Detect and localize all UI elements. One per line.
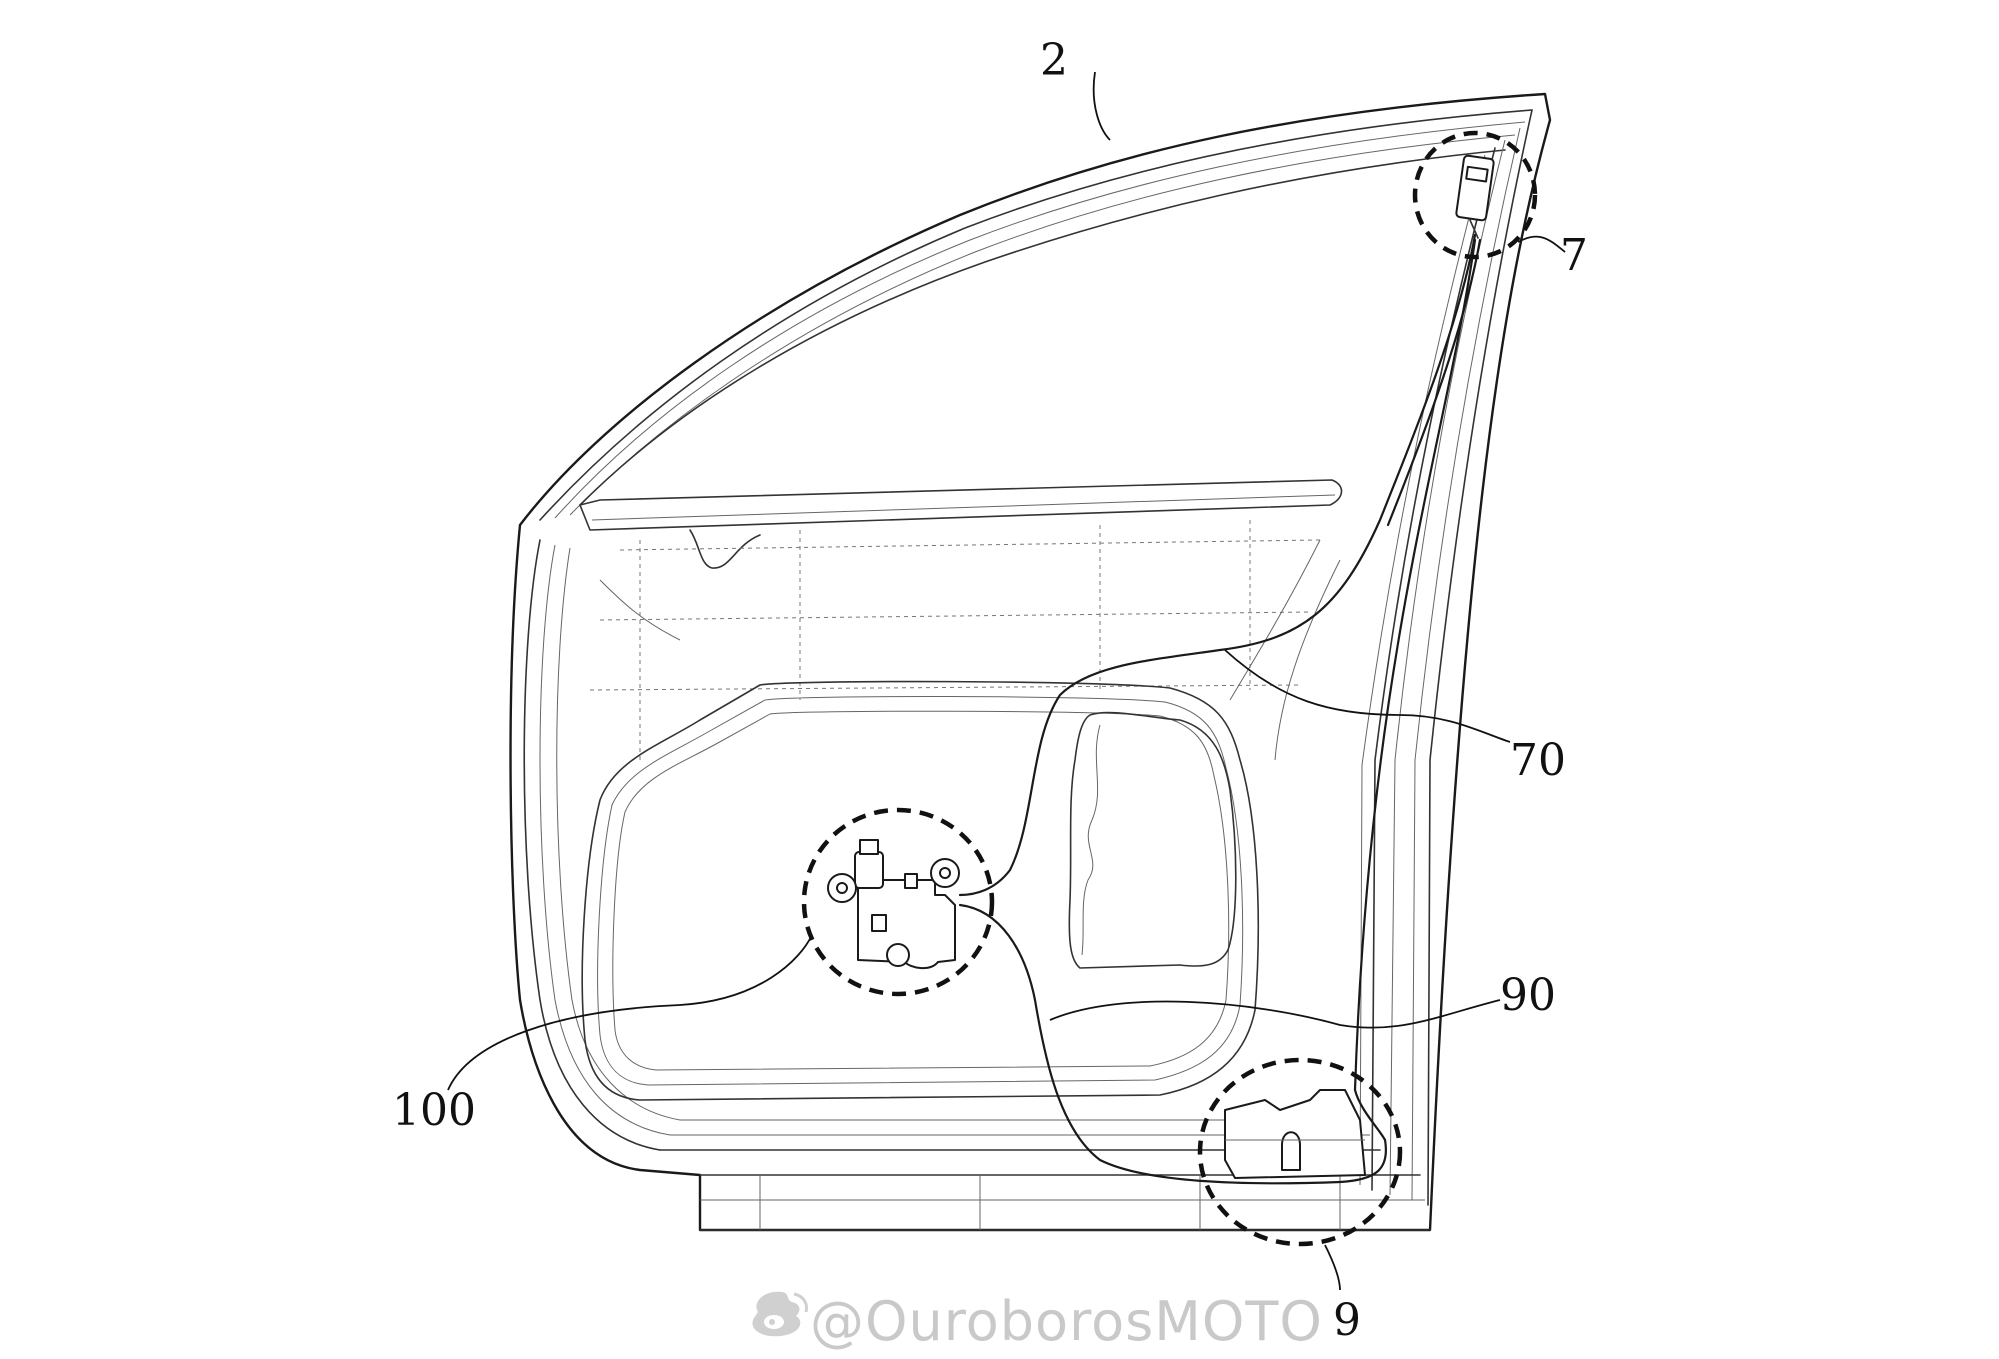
inner-panel [589, 520, 1341, 761]
detail-circle-7 [1412, 130, 1538, 260]
label-harness-70: 70 [1510, 735, 1566, 786]
weibo-icon [752, 1291, 808, 1337]
wire-harness-70 [958, 233, 1482, 897]
door-frame [509, 92, 1552, 1232]
upper-sensor-7 [1412, 130, 1538, 260]
trim-opening [581, 680, 1260, 1101]
watermark: @OuroborosMOTO [752, 1290, 1322, 1353]
label-module-9: 9 [1333, 1295, 1361, 1346]
controller-100 [801, 807, 995, 997]
wire-harness-90 [958, 238, 1477, 1185]
watermark-text: @OuroborosMOTO [810, 1290, 1323, 1353]
label-door-2: 2 [1040, 35, 1068, 86]
lower-module-9 [1197, 1057, 1403, 1247]
label-harness-90: 90 [1500, 970, 1556, 1021]
reference-labels: 2 7 70 90 100 9 [392, 35, 1588, 1346]
leader-lines [447, 71, 1566, 1291]
detail-circle-9 [1197, 1057, 1403, 1247]
label-controller-100: 100 [392, 1085, 476, 1136]
detail-circle-100 [801, 807, 995, 997]
label-sensor-7: 7 [1560, 230, 1588, 281]
